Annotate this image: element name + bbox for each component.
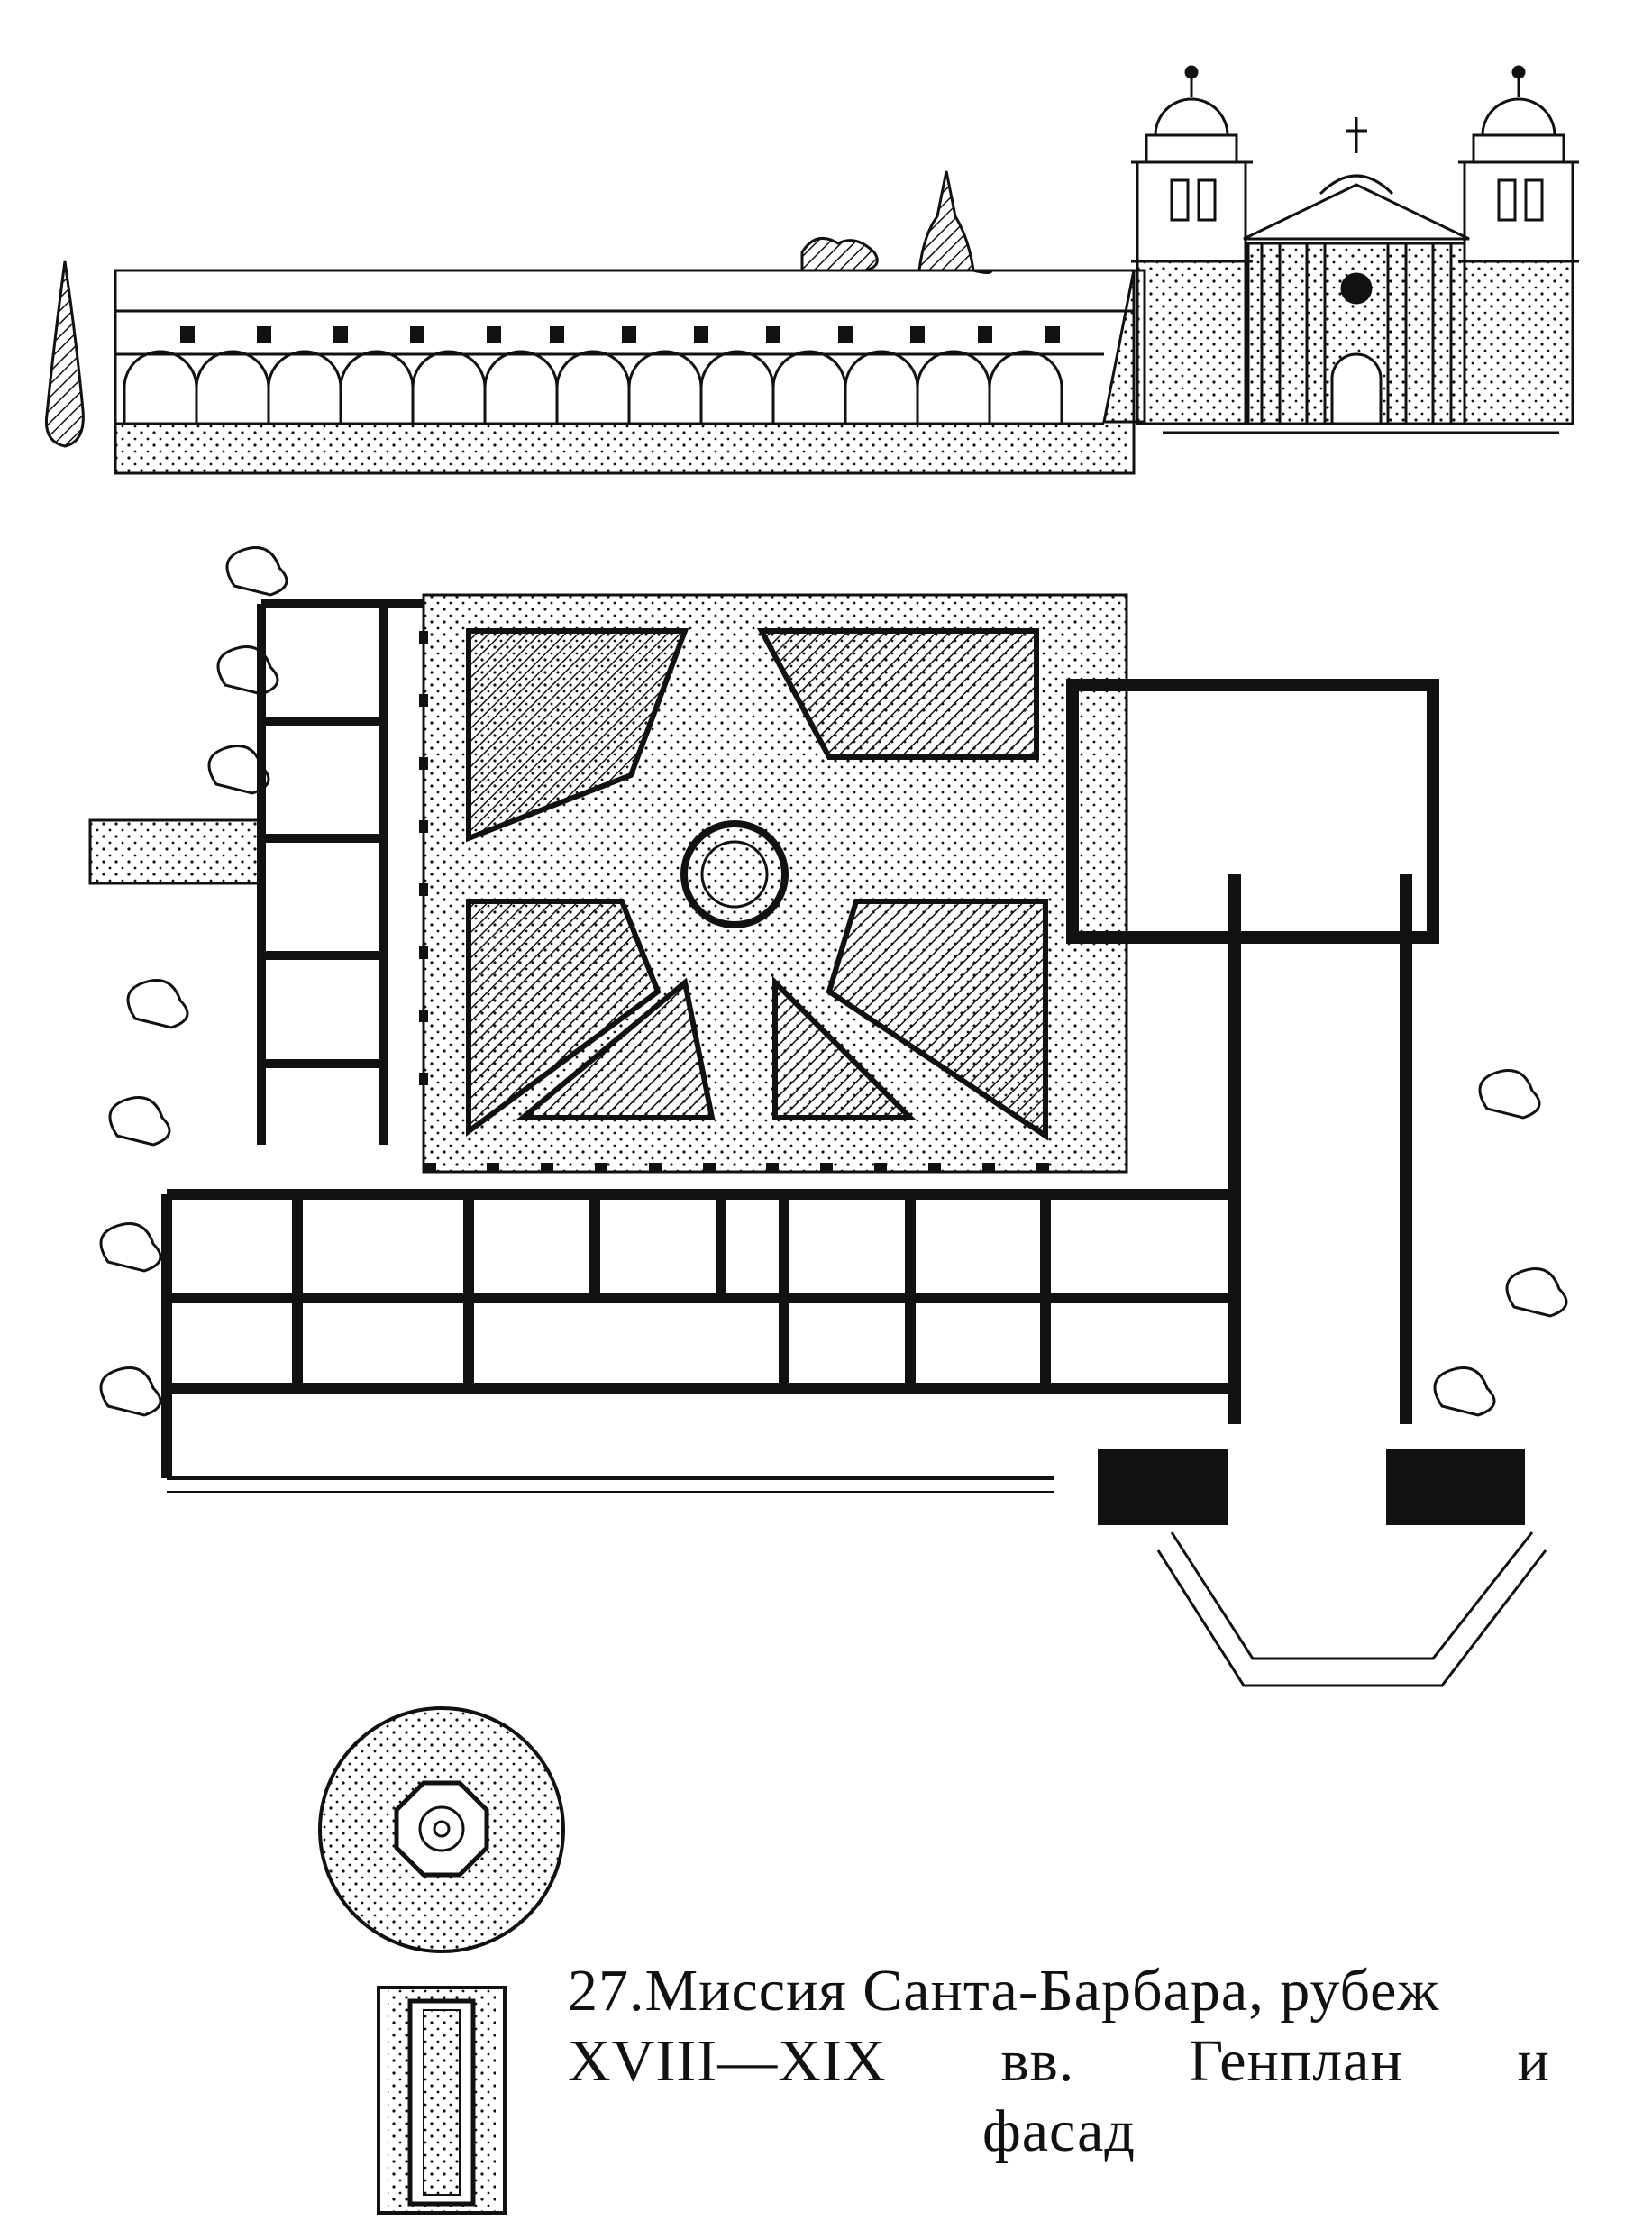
facade-elevation xyxy=(44,65,1579,475)
figure-caption: 27.Миссия Санта-Барбара, рубеж XVIII—XIX… xyxy=(568,1956,1568,2167)
left-bell-tower xyxy=(1131,65,1253,425)
caption-line-3: фасад xyxy=(981,2098,1136,2164)
right-bell-tower xyxy=(1458,65,1579,425)
south-wing xyxy=(161,1189,1235,1478)
right-tower-plan xyxy=(1386,1449,1525,1525)
fountain-plan-detail xyxy=(318,1706,565,1953)
caption-line-2-word-2: вв. xyxy=(1000,2028,1075,2094)
cypress-tree xyxy=(44,260,85,448)
caption-line-2-word-3: Генплан xyxy=(1189,2028,1403,2094)
central-fountain xyxy=(680,820,789,928)
tree-behind-2 xyxy=(917,170,993,274)
tree-behind xyxy=(800,236,879,272)
plan-trees xyxy=(99,546,1568,1417)
arcade xyxy=(123,350,1063,424)
aqueduct-detail xyxy=(377,1986,507,2215)
garden-beds xyxy=(466,628,1048,1141)
front-steps xyxy=(1170,1531,1534,1660)
west-wing xyxy=(257,599,424,1145)
caption-line-2: XVIII—XIX вв. Генплан и xyxy=(568,2026,1550,2097)
caption-line-2-word-4: и xyxy=(1517,2028,1550,2094)
left-tower-plan xyxy=(1098,1449,1228,1525)
caption-line-1: 27.Миссия Санта-Барбара, рубеж xyxy=(568,1958,1440,2024)
church-plan xyxy=(1066,679,1439,1424)
church-facade xyxy=(1163,117,1559,434)
caption-line-2-word-1: XVIII—XIX xyxy=(568,2028,887,2094)
upper-windows xyxy=(180,326,1060,343)
garden-colonnade xyxy=(419,631,1049,1172)
site-plan xyxy=(88,546,1568,1687)
